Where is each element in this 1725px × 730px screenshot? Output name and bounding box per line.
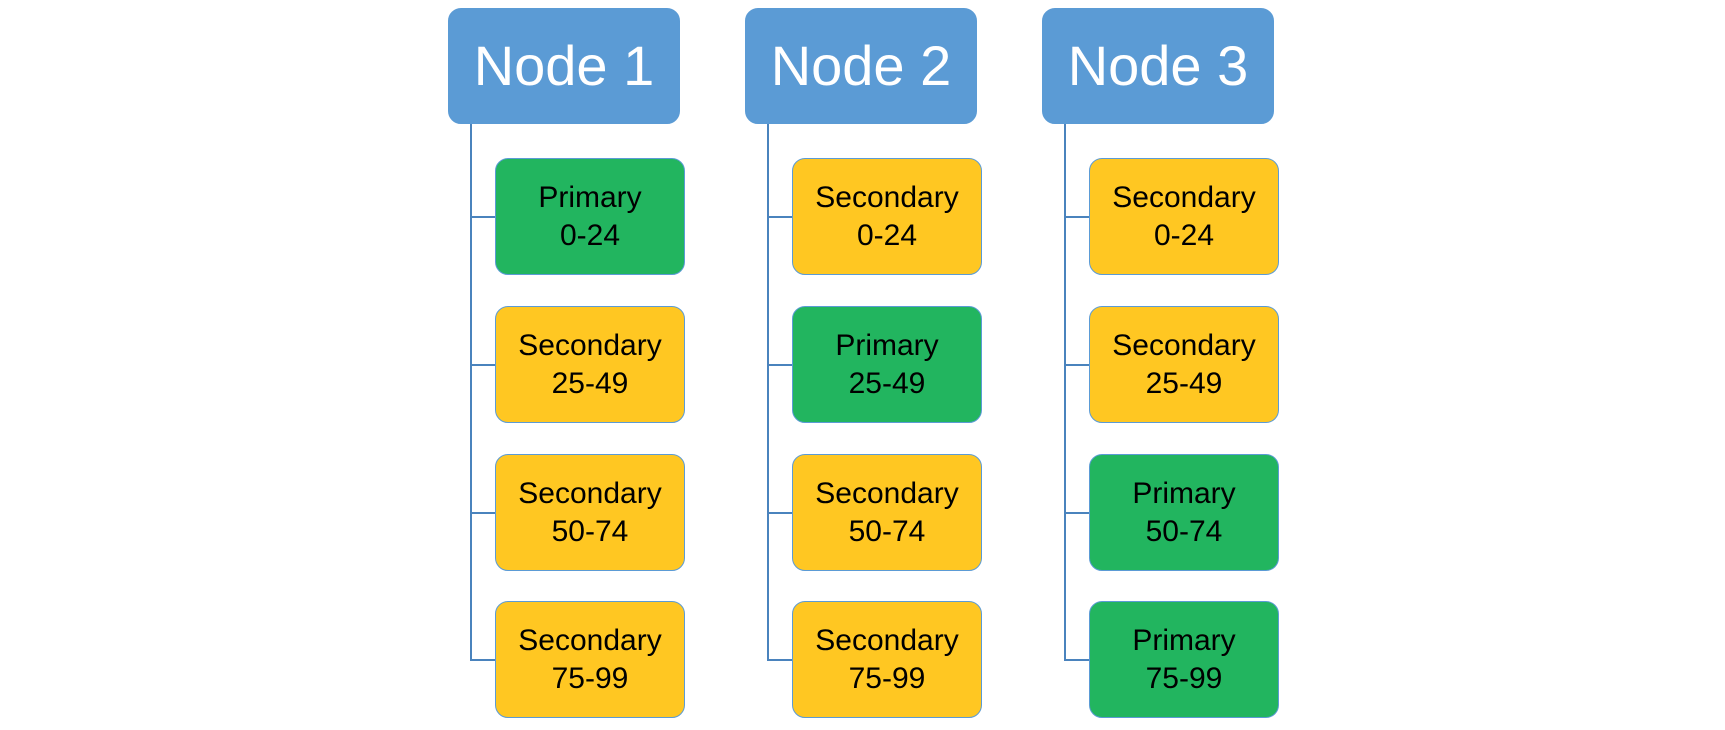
shard-range: 25-49: [551, 366, 629, 400]
shard-box[interactable]: Secondary 25-49: [495, 306, 685, 423]
shard-range: 75-99: [551, 661, 629, 695]
shard-range: 25-49: [1145, 366, 1223, 400]
shard-role: Primary: [1132, 476, 1236, 510]
shard-role: Secondary: [518, 623, 662, 657]
node-column-2: Node 2 Secondary 0-24 Primary 25-49 Seco…: [745, 0, 1045, 730]
connector-branch-3-2: [1064, 364, 1089, 366]
shard-range: 0-24: [559, 218, 621, 252]
node-header-1[interactable]: Node 1: [448, 8, 680, 124]
connector-trunk-1: [470, 124, 472, 660]
shard-box[interactable]: Secondary 25-49: [1089, 306, 1279, 423]
connector-branch-1-4: [470, 659, 495, 661]
shard-box[interactable]: Secondary 0-24: [792, 158, 982, 275]
shard-box[interactable]: Secondary 75-99: [495, 601, 685, 718]
connector-branch-3-4: [1064, 659, 1089, 661]
connector-trunk-3: [1064, 124, 1066, 660]
shard-role: Primary: [1132, 623, 1236, 657]
shard-role: Secondary: [815, 180, 959, 214]
connector-branch-3-3: [1064, 512, 1089, 514]
node-column-3: Node 3 Secondary 0-24 Secondary 25-49 Pr…: [1042, 0, 1342, 730]
shard-range: 75-99: [1145, 661, 1223, 695]
shard-range: 0-24: [1153, 218, 1215, 252]
shard-role: Secondary: [1112, 328, 1256, 362]
connector-branch-2-4: [767, 659, 792, 661]
shard-box[interactable]: Primary 0-24: [495, 158, 685, 275]
shard-box[interactable]: Primary 50-74: [1089, 454, 1279, 571]
shard-range: 50-74: [848, 514, 926, 548]
shard-role: Primary: [835, 328, 939, 362]
shard-role: Secondary: [1112, 180, 1256, 214]
shard-role: Primary: [538, 180, 642, 214]
shard-box[interactable]: Secondary 50-74: [792, 454, 982, 571]
connector-branch-1-2: [470, 364, 495, 366]
shard-range: 0-24: [856, 218, 918, 252]
connector-trunk-2: [767, 124, 769, 660]
shard-box[interactable]: Primary 25-49: [792, 306, 982, 423]
shard-role: Secondary: [815, 623, 959, 657]
node-header-2[interactable]: Node 2: [745, 8, 977, 124]
shard-box[interactable]: Secondary 50-74: [495, 454, 685, 571]
shard-role: Secondary: [518, 476, 662, 510]
connector-branch-2-2: [767, 364, 792, 366]
shard-role: Secondary: [815, 476, 959, 510]
connector-branch-2-1: [767, 216, 792, 218]
shard-box[interactable]: Secondary 0-24: [1089, 158, 1279, 275]
connector-branch-3-1: [1064, 216, 1089, 218]
shard-box[interactable]: Primary 75-99: [1089, 601, 1279, 718]
node-header-3[interactable]: Node 3: [1042, 8, 1274, 124]
connector-branch-1-1: [470, 216, 495, 218]
connector-branch-2-3: [767, 512, 792, 514]
connector-branch-1-3: [470, 512, 495, 514]
shard-range: 75-99: [848, 661, 926, 695]
node-column-1: Node 1 Primary 0-24 Secondary 25-49 Seco…: [448, 0, 748, 730]
shard-range: 50-74: [551, 514, 629, 548]
shard-role: Secondary: [518, 328, 662, 362]
shard-range: 25-49: [848, 366, 926, 400]
shard-box[interactable]: Secondary 75-99: [792, 601, 982, 718]
shard-range: 50-74: [1145, 514, 1223, 548]
